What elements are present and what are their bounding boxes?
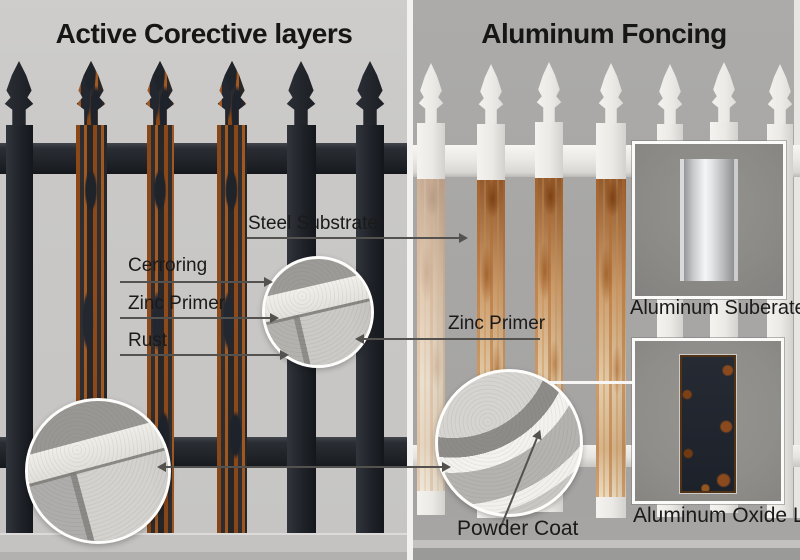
spear-finial — [286, 61, 316, 125]
cerroring-label: Cerroring — [128, 255, 208, 276]
aluminum-oxide-inset — [632, 338, 784, 504]
left-panel-title: Active Corective layers — [55, 18, 353, 49]
zinc-primer-right-line — [364, 338, 540, 340]
steel-substrate-label: Steel Substrate — [248, 213, 378, 234]
cerroring-line — [120, 281, 266, 283]
spear-finial — [478, 64, 504, 124]
circle-to-box-connector — [548, 381, 632, 384]
rust-streaks — [596, 179, 626, 497]
texture-overlay — [265, 259, 371, 365]
spear-finial — [418, 63, 444, 123]
powder-coat-label: Powder Coat — [457, 517, 579, 540]
arrow-left-icon — [157, 462, 166, 472]
steel-substrate-line — [247, 237, 461, 239]
zinc-primer-right-label: Zinc Primer — [448, 313, 546, 334]
arrow-left-icon — [355, 334, 364, 344]
spear-finial — [598, 63, 624, 123]
spear-finial — [711, 62, 737, 122]
aluminum-bar-image — [680, 159, 738, 281]
right-panel-title: Aluminum Foncing — [481, 18, 727, 49]
powder-coat-magnifier — [435, 369, 583, 517]
aluminum-substrate-inset — [632, 141, 786, 299]
spear-finial — [4, 61, 34, 125]
right-edge-strip — [794, 0, 800, 560]
rust-line — [120, 354, 282, 356]
texture-overlay — [28, 401, 168, 541]
corner-crosssection-magnifier — [25, 398, 171, 544]
coating-layers-magnifier — [262, 256, 374, 368]
steel-picket — [349, 61, 391, 533]
white-picket-rusted — [593, 63, 629, 521]
arrow-right-icon — [442, 462, 451, 472]
spear-finial — [536, 62, 562, 122]
panel-divider — [407, 0, 413, 560]
spear-finial — [657, 64, 683, 124]
spear-finial — [355, 61, 385, 125]
circle-link-line — [166, 466, 442, 468]
arrow-right-icon — [264, 277, 273, 287]
spear-finial — [76, 61, 106, 125]
aluminum-oxide-caption: Aluminum Oxide Layer — [633, 504, 800, 527]
arrow-right-icon — [459, 233, 468, 243]
ground-right — [408, 518, 800, 560]
spear-finial — [217, 61, 247, 125]
spear-finial — [145, 61, 175, 125]
arrow-right-icon — [280, 350, 289, 360]
zinc-primer-left-label: Zinc Primer — [128, 293, 226, 314]
picket-shaft — [217, 125, 247, 533]
picket-shaft — [596, 123, 626, 521]
texture-overlay — [438, 372, 580, 514]
aluminum-substrate-caption: Aluminum Suberate — [630, 297, 800, 319]
steel-picket-rusted — [211, 61, 253, 533]
arrow-right-icon — [270, 313, 279, 323]
steel-top-rail — [0, 143, 408, 174]
zinc-primer-left-line — [120, 317, 272, 319]
spear-finial — [767, 64, 793, 124]
oxide-bar-image — [680, 355, 736, 493]
rust-label: Rust — [128, 330, 168, 351]
